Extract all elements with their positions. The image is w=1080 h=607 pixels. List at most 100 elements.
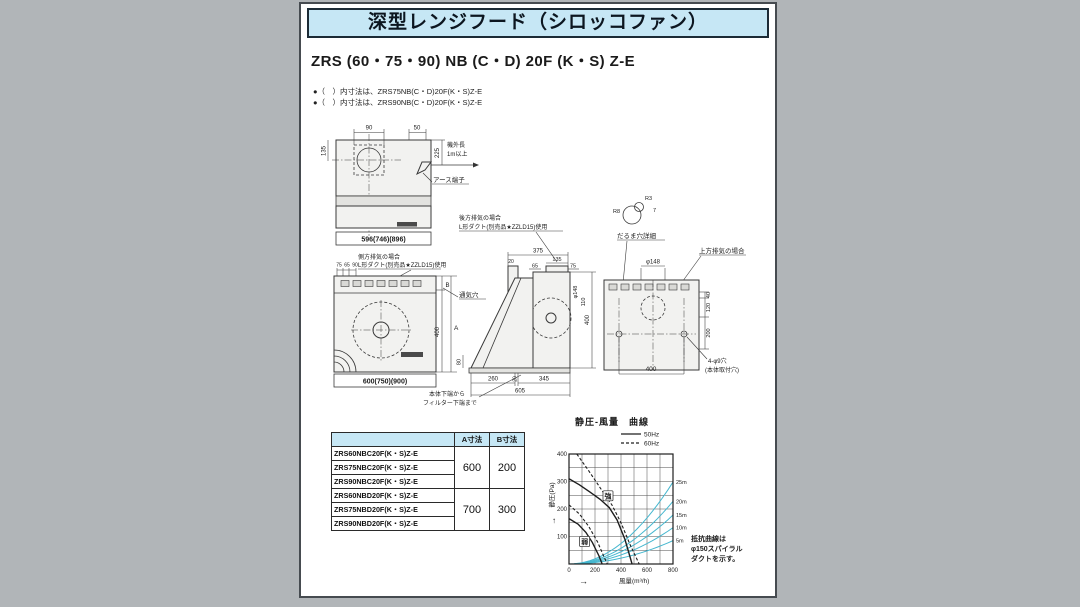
resistance-curve-label: 15m [676,513,687,519]
note-line: ●（ ）内寸法は、ZRS75NB(C・D)20F(K・S)Z-E [313,87,483,96]
nameplate [401,352,423,357]
table-row: ZRS90NBD20F(K・S)Z-E [331,516,525,531]
power-cord-plug [416,161,432,176]
rear-view-drawing: R8 R3 7 だるま穴詳細 φ148 上方排気の場合 [603,196,746,375]
x-tick-label: 800 [668,568,679,574]
dimension-notes: ●（ ）内寸法は、ZRS75NB(C・D)20F(K・S)Z-E ●（ ）内寸法… [313,86,482,108]
dim-label: 20 [513,376,519,382]
header-cell-a: A寸法 [454,432,490,447]
chart-note-line: ダクトを示す。 [691,554,739,563]
x-tick-label: 400 [616,568,627,574]
dim-label: 225 [435,147,441,158]
switch-panel [397,222,417,227]
resistance-curve [568,481,674,565]
resistance-curve-label: 20m [676,499,687,505]
dim-label: 75 [336,263,342,269]
rear-exhaust-note-line: 後方排気の場合 [459,214,501,222]
y-tick-label: 300 [557,480,568,486]
curve-label: 弱 [581,537,588,546]
fan-curve [576,453,640,565]
y-tick-label: 400 [557,452,568,458]
dim-label-width: 596(746)(896) [361,237,405,244]
chart-title: 静圧-風量 曲線 [575,416,649,427]
legend-label: 50Hz [644,432,659,439]
dim-label: φ148 [646,260,661,266]
dim-label: 50 [414,126,421,132]
dim-label: R8 [613,209,620,215]
filter-note-line: 本体下端から [429,390,465,398]
table-header-row: A寸法 B寸法 [331,432,525,447]
a-dim-cell: 600 [454,446,490,489]
model-cell: ZRS90NBD20F(K・S)Z-E [331,516,455,531]
dim-label: 135 [552,257,561,263]
dim-label: 400 [646,366,657,373]
mounting-hole [615,330,623,338]
b-dim-cell: 300 [489,488,525,531]
x-tick-label: 0 [567,568,571,574]
dim-label: 90 [366,126,373,132]
plot-border [568,453,674,565]
mounting-hole [680,330,688,338]
dim-label: R3 [645,196,652,202]
dim-label: 65 [532,264,538,270]
earth-terminal-label: アース端子 [433,175,465,184]
table-row: ZRS60NBD20F(K・S)Z-E 700 300 [331,488,525,531]
y-axis-label: 静圧(Pa) [547,482,556,507]
dim-label: 400 [585,314,591,325]
header-cell-b: B寸法 [489,432,525,447]
chart-note-line: 抵抗曲線は [691,534,726,543]
technical-drawings: 596(746)(896) 90 50 135 225 機外長 1m以上 アース… [322,126,746,407]
curve-label: 強 [605,491,612,500]
dim-label: 135 [322,145,328,156]
model-cell: ZRS60NBC20F(K・S)Z-E [331,446,455,461]
top-view-drawing: 596(746)(896) 90 50 135 225 機外長 1m以上 アース… [322,126,479,246]
model-cell: ZRS90NBC20F(K・S)Z-E [331,474,455,489]
dim-label: A [454,325,459,332]
b-dim-cell: 200 [489,446,525,489]
dim-label: 400 [435,326,441,337]
dim-label: 375 [533,249,544,255]
side-exhaust-note-line: L形ダクト(別売品★ZZLD15)使用 [358,261,446,269]
y-axis-arrow: ↑ [552,516,556,525]
vent-hole-label: 通気穴 [459,290,479,299]
header-cell-blank [331,432,455,447]
side-exhaust-note-line: 側方排気の場合 [358,253,400,261]
dim-label: 80 [457,359,463,365]
dim-label: 20 [508,259,514,265]
side-view-drawing: 後方排気の場合 L形ダクト(別売品★ZZLD15)使用 375 20 135 6… [423,214,596,407]
x-axis-label: 風量(m³/h) [619,577,649,585]
dim-label: 110 [581,298,587,307]
cord-note-line: 1m以上 [447,150,467,158]
table-row: ZRS60NBC20F(K・S)Z-E 600 200 [331,446,525,489]
x-tick-label: 200 [590,568,601,574]
x-tick-label: 600 [642,568,653,574]
curve-label-box [579,536,590,547]
front-view-drawing: 側方排気の場合 L形ダクト(別売品★ZZLD15)使用 600(750)(900… [333,253,486,388]
dim-label: 345 [539,377,550,383]
curve-label-box [602,490,614,502]
model-cell: ZRS60NBD20F(K・S)Z-E [331,488,455,503]
top-exhaust-note: 上方排気の場合 [699,246,745,255]
dim-label: 7 [653,208,656,214]
dim-label: 260 [488,377,499,383]
resistance-curve [568,500,674,565]
cord-note-line: 機外長 [447,141,465,149]
dim-label: 40 [706,292,712,298]
a-dim-cell: 700 [454,488,490,531]
y-tick-label: 200 [557,507,568,513]
resistance-curve-label: 25m [676,480,687,486]
y-tick-label: 100 [557,535,568,541]
mounting-holes-note-line: (本体取付穴) [705,366,739,374]
dim-label: 200 [706,328,712,337]
model-cell: ZRS75NBC20F(K・S)Z-E [331,460,455,475]
x-axis-arrow: → [579,576,588,586]
filter-note-line: フィルター下端まで [423,399,477,407]
dim-label-width: 600(750)(900) [363,379,407,386]
dim-label: 90 [352,263,358,269]
dim-label: 75 [570,264,576,270]
rear-exhaust-note-line: L形ダクト(別売品★ZZLD15)使用 [459,223,547,231]
dim-label: B [446,283,450,289]
note-line: ●（ ）内寸法は、ZRS90NB(C・D)20F(K・S)Z-E [313,98,483,107]
